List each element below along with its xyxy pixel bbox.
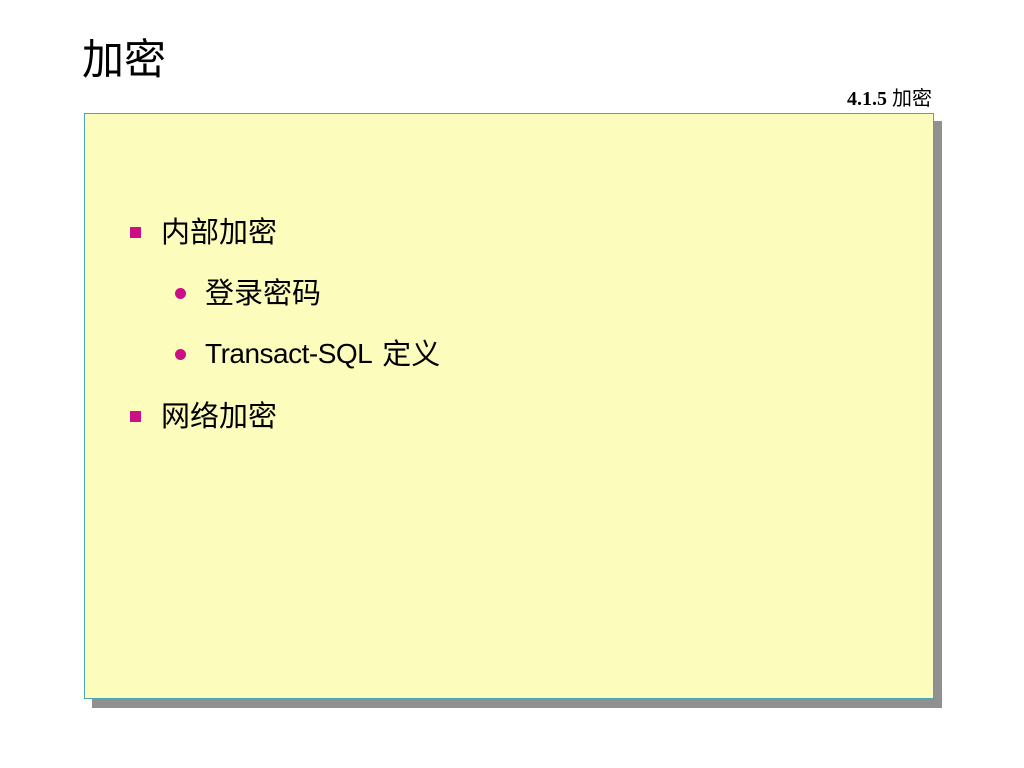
sub-bullet-label-latin: Transact-SQL (205, 338, 373, 369)
sub-bullet-item-transact-sql-definition: Transact-SQL 定义 (175, 334, 440, 374)
square-bullet-icon (130, 410, 141, 422)
bullet-label: 内部加密 (161, 215, 278, 249)
square-bullet-icon (130, 226, 141, 238)
round-bullet-icon (175, 287, 186, 299)
bullet-label: 网络加密 (161, 399, 278, 433)
sub-bullet-label: 登录密码 (205, 276, 322, 310)
section-number: 4.1.5 (847, 88, 887, 110)
round-bullet-icon (175, 348, 186, 360)
section-title: 加密 (892, 88, 932, 110)
bullet-item-network-encryption: 网络加密 (130, 396, 277, 436)
slide-title: 加密 (82, 35, 167, 84)
sub-bullet-label-cjk: 定义 (382, 337, 441, 371)
content-panel (84, 113, 934, 699)
bullet-item-internal-encryption: 内部加密 (130, 212, 277, 252)
sub-bullet-item-login-password: 登录密码 (175, 273, 321, 313)
section-reference: 4.1.5 加密 (847, 86, 932, 112)
